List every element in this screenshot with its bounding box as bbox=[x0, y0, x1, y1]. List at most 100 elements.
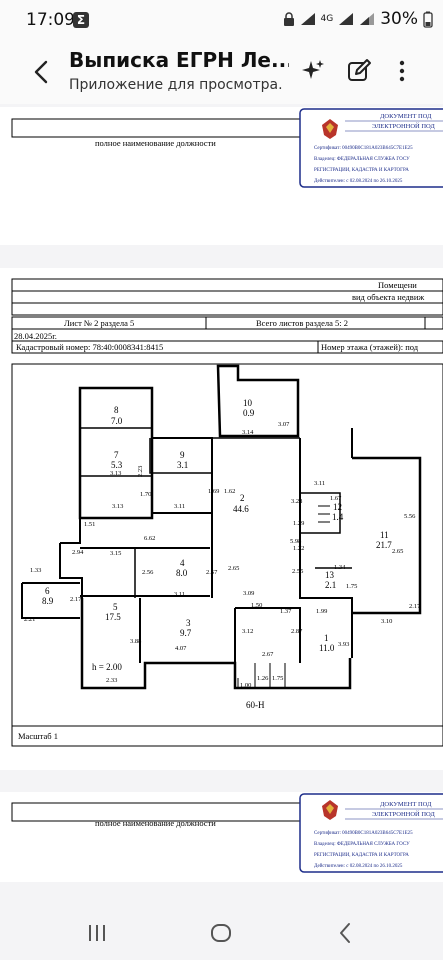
battery-level: 30% bbox=[380, 9, 418, 29]
object-kind: вид объекта недвиж bbox=[352, 292, 424, 302]
back-icon[interactable] bbox=[332, 920, 358, 946]
stamp-owner-2: РЕГИСТРАЦИИ, КАДАСТРА И КАРТОГРА bbox=[314, 853, 409, 858]
dim: 3.10 bbox=[381, 618, 392, 625]
room-3-area: 9.7 bbox=[180, 628, 192, 638]
stamp-cert: Сертификат: 00490B0C181A023B645C7E1E25 bbox=[314, 146, 413, 151]
dim: 2.17 bbox=[70, 596, 82, 603]
dim: 1.51 bbox=[84, 521, 95, 528]
dimension-labels: 2.23 3.13 3.07 3.14 1.70 1.69 1.62 3.13 … bbox=[24, 421, 421, 689]
dim: 1.70 bbox=[140, 491, 151, 498]
stamp-title: ДОКУМЕНТ ПОД bbox=[380, 113, 432, 120]
dim: 2.87 bbox=[291, 628, 303, 635]
dim: 1.75 bbox=[272, 675, 283, 682]
page-2-content: Помещени вид объекта недвиж Лист № 2 раз… bbox=[11, 278, 443, 747]
page-3-content: полное наименование должности ДОКУМЕНТ П… bbox=[11, 793, 443, 873]
dim: 2.65 bbox=[228, 565, 239, 572]
position-label: полное наименование должности bbox=[95, 138, 216, 148]
network-type: 4G bbox=[320, 14, 334, 24]
room-10-number: 10 bbox=[243, 398, 253, 408]
dim: 2.56 bbox=[142, 569, 154, 576]
dim: 1.99 bbox=[316, 608, 327, 615]
more-options-icon[interactable] bbox=[389, 58, 415, 84]
dim: 5.98 bbox=[290, 538, 301, 545]
dim: 1.26 bbox=[257, 675, 269, 682]
document-page-2: Помещени вид объекта недвиж Лист № 2 раз… bbox=[0, 268, 443, 770]
dim: 1.50 bbox=[251, 602, 262, 609]
dim: 6.62 bbox=[144, 535, 155, 542]
room-4-area: 8.0 bbox=[176, 568, 188, 578]
dim: 2.55 bbox=[292, 568, 303, 575]
lock-icon bbox=[283, 12, 294, 26]
room-12-area: 1.4 bbox=[332, 512, 344, 522]
header-object-type: Помещени bbox=[378, 280, 417, 290]
dim: 1.34 bbox=[334, 564, 346, 571]
dim: 3.14 bbox=[242, 429, 254, 436]
dim: 3.15 bbox=[110, 550, 121, 557]
page-1-content: полное наименование должности ДОКУМЕНТ П… bbox=[11, 108, 443, 188]
cadastral-number: Кадастровый номер: 78:40:0008341:8415 bbox=[16, 342, 163, 352]
room-6-number: 6 bbox=[45, 586, 50, 596]
dim: 2.57 bbox=[206, 569, 218, 576]
stamp-owner-1: Владелец: ФЕДЕРАЛЬНАЯ СЛУЖБА ГОСУ bbox=[314, 842, 410, 847]
back-arrow-icon[interactable] bbox=[28, 58, 56, 86]
room-6-area: 8.9 bbox=[42, 596, 54, 606]
stamp-owner-2: РЕГИСТРАЦИИ, КАДАСТРА И КАРТОГРА bbox=[314, 168, 409, 173]
scale-label: Масштаб 1 bbox=[18, 731, 58, 741]
room-5-number: 5 bbox=[113, 602, 118, 612]
room-labels: 8 7.0 10 0.9 7 5.3 9 3.1 2 44.6 12 1.4 1… bbox=[42, 398, 392, 710]
dim: 3.11 bbox=[314, 480, 325, 487]
room-8-number: 8 bbox=[114, 405, 119, 415]
stamp-valid: Действителен: с 02.08.2024 по 26.10.2025 bbox=[314, 179, 403, 184]
room-11-number: 11 bbox=[380, 530, 389, 540]
signal-icon bbox=[300, 13, 315, 25]
stamp-subtitle: ЭЛЕКТРОННОЙ ПОД bbox=[372, 122, 435, 130]
position-label: полное наименование должности bbox=[95, 818, 216, 828]
room-12-number: 12 bbox=[333, 502, 342, 512]
stamp-valid: Действителен: с 02.08.2024 по 26.10.2025 bbox=[314, 864, 403, 869]
clock: 17:09 bbox=[26, 10, 75, 30]
dim: 2.21 bbox=[24, 616, 35, 623]
recent-apps-icon[interactable] bbox=[84, 920, 110, 946]
electronic-signature-stamp: ДОКУМЕНТ ПОД ЭЛЕКТРОННОЙ ПОД Сертификат:… bbox=[299, 108, 443, 188]
dim: 1.67 bbox=[330, 495, 342, 502]
status-bar: 17:09 Σ 4G 30% bbox=[0, 0, 443, 40]
document-subtitle: Приложение для просмотра... bbox=[69, 77, 284, 93]
edit-icon[interactable] bbox=[346, 58, 372, 84]
room-7-area: 5.3 bbox=[111, 460, 123, 470]
room-13-area: 2.1 bbox=[325, 580, 336, 590]
dim: 3.13 bbox=[112, 503, 123, 510]
home-icon[interactable] bbox=[208, 920, 234, 946]
dim: 3.13 bbox=[110, 470, 121, 477]
floor-number: Номер этажа (этажей): под bbox=[321, 342, 419, 352]
status-icons: 4G 30% bbox=[283, 9, 434, 29]
dim: 3.09 bbox=[243, 590, 254, 597]
room-1-number: 1 bbox=[324, 633, 329, 643]
dim: 2.33 bbox=[106, 677, 117, 684]
document-date: 28.04.2025г. bbox=[14, 331, 57, 341]
signal-icon-2 bbox=[339, 13, 354, 25]
dim: 3.93 bbox=[338, 641, 349, 648]
room-7-number: 7 bbox=[114, 450, 119, 460]
document-page-3: полное наименование должности ДОКУМЕНТ П… bbox=[0, 792, 443, 882]
dim: 2.94 bbox=[72, 549, 84, 556]
dim: 1.37 bbox=[280, 608, 292, 615]
emblem-icon bbox=[322, 800, 338, 820]
document-page-1: полное наименование должности ДОКУМЕНТ П… bbox=[0, 107, 443, 245]
room-8-area: 7.0 bbox=[111, 416, 123, 426]
ceiling-height: h = 2.00 bbox=[92, 662, 122, 672]
outside-label: 60-Н bbox=[246, 700, 265, 710]
electronic-signature-stamp: ДОКУМЕНТ ПОД ЭЛЕКТРОННОЙ ПОД Сертификат:… bbox=[299, 793, 443, 873]
dim: 3.12 bbox=[242, 628, 253, 635]
floor-plan bbox=[21, 364, 422, 690]
ai-sparkle-icon[interactable] bbox=[300, 58, 326, 84]
dim: 3.07 bbox=[278, 421, 290, 428]
dim: 3.11 bbox=[174, 503, 185, 510]
app-notification-icon: Σ bbox=[73, 12, 89, 28]
stamp-subtitle: ЭЛЕКТРОННОЙ ПОД bbox=[372, 810, 435, 818]
room-2-area: 44.6 bbox=[233, 504, 249, 514]
room-1-area: 11.0 bbox=[319, 643, 335, 653]
total-sheets: Всего листов раздела 5: 2 bbox=[256, 318, 348, 328]
stamp-cert: Сертификат: 00490B0C181A023B645C7E1E25 bbox=[314, 831, 413, 836]
system-nav-bar bbox=[0, 904, 443, 960]
room-9-area: 3.1 bbox=[177, 460, 188, 470]
